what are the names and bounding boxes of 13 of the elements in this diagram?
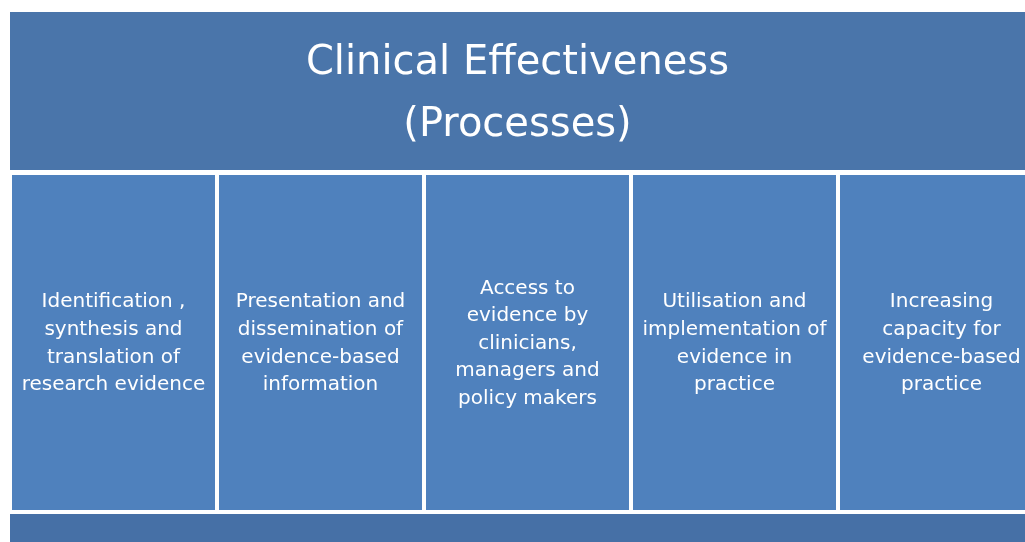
footer-band [10,514,1025,542]
process-text: Utilisation and implementation of evidence in practice [641,287,828,398]
header-banner [10,12,1025,170]
process-column [12,175,215,510]
process-text: Access to evidence by clinicians, managers and policy makers [454,273,601,411]
process-text: Increasing capacity for evidence-based practice [861,287,1022,398]
process-column [219,175,422,510]
process-column [426,175,629,510]
title-text: Clinical Effectiveness (Processes) [304,36,731,147]
process-column [840,175,1025,510]
process-text: Presentation and dissemination of evidence-based information [234,287,407,398]
process-column [633,175,836,510]
process-text: Identification , synthesis and translation of research evidence [20,287,207,398]
